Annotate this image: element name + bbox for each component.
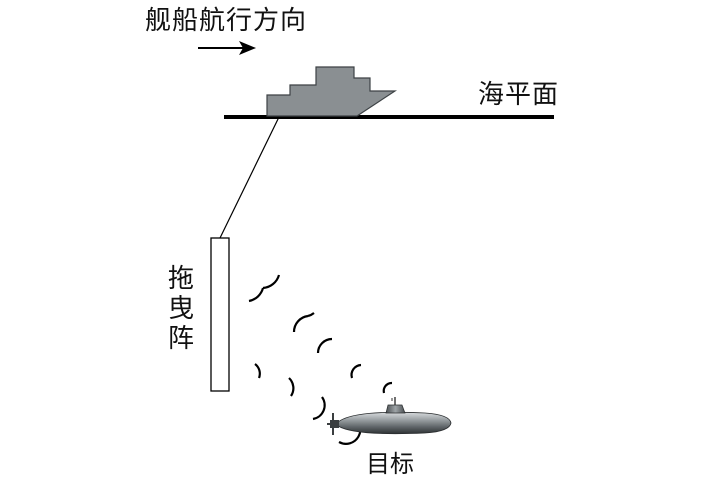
wave-arc (384, 383, 392, 393)
wave-arc (352, 365, 361, 378)
wave-arc (313, 397, 325, 419)
wave-arc (289, 378, 293, 396)
wave-arc (308, 313, 314, 316)
ship-icon (267, 67, 395, 116)
wave-arc (294, 316, 308, 332)
wave-arc (249, 288, 263, 301)
right-arrow-icon (198, 41, 256, 55)
heading-label: 舰船航行方向 (145, 0, 307, 37)
towed-array-label: 拖曳阵 (166, 264, 196, 354)
wave-arc (263, 275, 279, 288)
wave-arc (255, 364, 260, 378)
target-label: 目标 (366, 444, 414, 479)
towed-array (211, 238, 229, 391)
sea-level-label: 海平面 (478, 74, 559, 111)
submarine-icon (327, 397, 451, 435)
wave-arc (318, 339, 332, 353)
tow-cable (220, 117, 279, 238)
